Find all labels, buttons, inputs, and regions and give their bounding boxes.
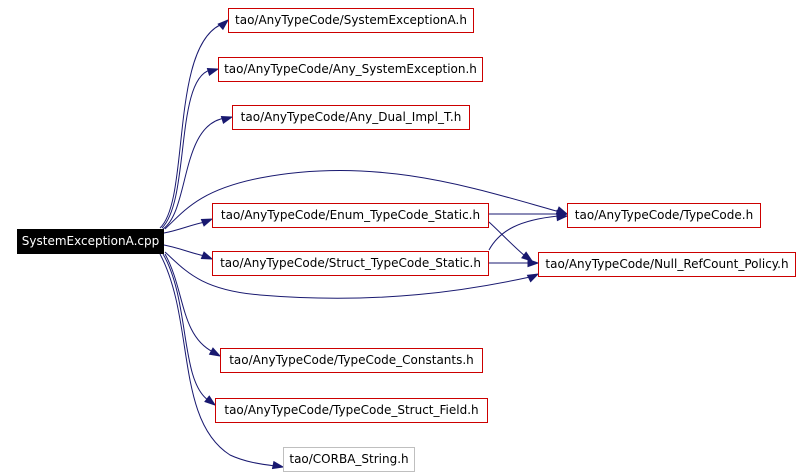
arrowhead-struct-to-nullref [527, 258, 540, 268]
node-systemexceptiona-cpp[interactable]: SystemExceptionA.cpp [17, 229, 164, 254]
arrowhead-root-to-sysexc [217, 18, 230, 31]
arrowhead-root-to-anysys [206, 67, 220, 77]
edge-enum-to-nullref [488, 221, 526, 257]
node-corba-string-h[interactable]: tao/CORBA_String.h [283, 447, 415, 472]
edge-root-to-nullref [164, 251, 531, 299]
arrowhead-root-to-field [204, 395, 217, 406]
edge-struct-to-typecode [488, 215, 559, 251]
node-struct-typecode-static-h[interactable]: tao/AnyTypeCode/Struct_TypeCode_Static.h [212, 251, 489, 276]
edge-root-to-anysys [161, 69, 211, 229]
arrowhead-root-to-nullref [526, 273, 540, 283]
edge-root-to-sysexc [159, 24, 221, 229]
node-systemexceptiona-h[interactable]: tao/AnyTypeCode/SystemExceptionA.h [228, 8, 474, 33]
edge-root-to-enum [163, 221, 206, 234]
arrowhead-root-to-enum [200, 218, 214, 227]
arrowhead-root-to-consts [208, 347, 222, 357]
arrowhead-root-to-dual [220, 115, 234, 125]
edge-root-to-dual [162, 117, 226, 230]
arrowhead-enum-to-nullref [521, 251, 534, 262]
edge-root-to-field [162, 253, 209, 401]
edge-root-to-consts [164, 253, 214, 353]
node-enum-typecode-static-h[interactable]: tao/AnyTypeCode/Enum_TypeCode_Static.h [212, 203, 489, 228]
node-any-dual-impl-t-h[interactable]: tao/AnyTypeCode/Any_Dual_Impl_T.h [232, 105, 470, 130]
node-typecode-h[interactable]: tao/AnyTypeCode/TypeCode.h [567, 203, 761, 228]
edge-root-to-corba [159, 253, 276, 467]
edge-root-to-struct [163, 244, 206, 257]
edge-root-to-typecode [164, 169, 561, 230]
arrowhead-root-to-corba [271, 460, 285, 470]
arrowhead-root-to-struct [200, 251, 214, 260]
node-any-systemexception-h[interactable]: tao/AnyTypeCode/Any_SystemException.h [218, 57, 483, 82]
node-typecode-constants-h[interactable]: tao/AnyTypeCode/TypeCode_Constants.h [220, 348, 483, 373]
node-null-refcount-policy-h[interactable]: tao/AnyTypeCode/Null_RefCount_Policy.h [538, 252, 796, 277]
node-typecode-struct-field-h[interactable]: tao/AnyTypeCode/TypeCode_Struct_Field.h [215, 398, 488, 423]
arrowhead-struct-to-typecode [556, 212, 569, 222]
